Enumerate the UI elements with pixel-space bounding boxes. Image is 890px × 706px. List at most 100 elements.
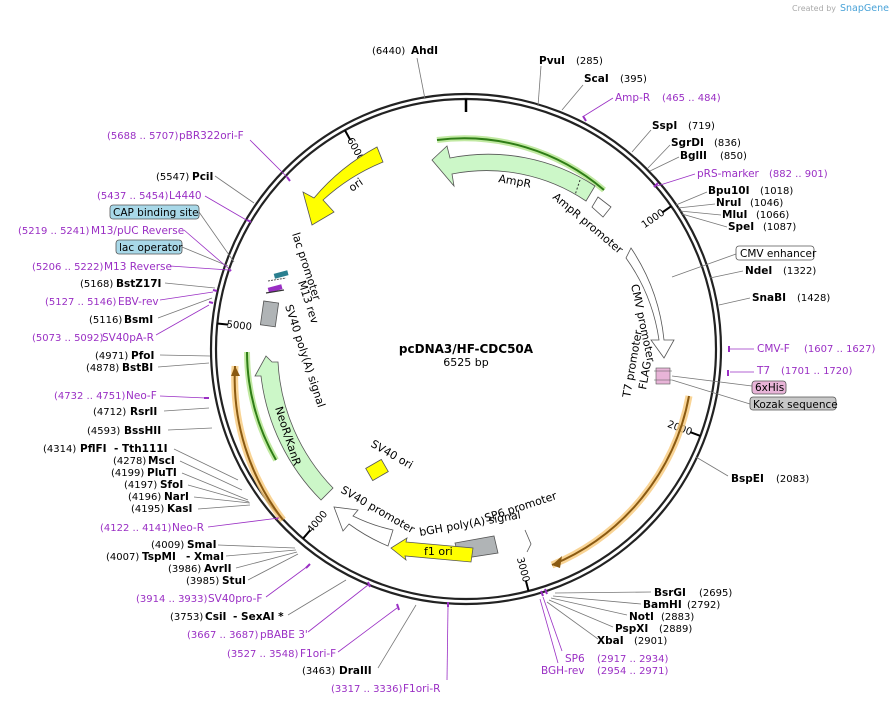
bamhi-label[interactable]: BamHI: [643, 599, 682, 611]
mlui-label[interactable]: MluI: [722, 209, 747, 221]
prs-marker-label[interactable]: pRS-marker: [697, 168, 760, 180]
sv40pro-f-label[interactable]: SV40pro-F: [208, 593, 262, 605]
snabi-label[interactable]: SnaBI: [752, 292, 786, 304]
bstz17i-label[interactable]: BstZ17I: [116, 278, 161, 290]
bpu10i-label[interactable]: Bpu10I: [708, 185, 750, 197]
f1ori-r-label[interactable]: F1ori-R: [403, 683, 440, 695]
pvui-label[interactable]: PvuI: [539, 55, 565, 67]
kasi-pos: (4195): [131, 504, 164, 515]
m13-feature[interactable]: [267, 284, 283, 293]
avrii-label[interactable]: AvrII: [204, 563, 232, 575]
cap-line: [265, 289, 285, 294]
neo-f-label[interactable]: Neo-F: [126, 390, 157, 402]
l4440-label[interactable]: L4440: [169, 190, 202, 202]
kasi-label[interactable]: KasI: [167, 503, 192, 515]
ndei-label[interactable]: NdeI: [745, 265, 772, 277]
ahdi-pos: (6440): [372, 46, 405, 57]
pbr322ori-f-label[interactable]: pBR322ori-F: [179, 130, 244, 142]
sp6-promoter-feature[interactable]: [524, 529, 532, 553]
ampr-dash: [574, 179, 581, 196]
ampr-promoter-feature[interactable]: [591, 196, 612, 218]
labels-layer: (6440) AhdI PvuI (285) ScaI (395) Amp-R …: [18, 45, 876, 695]
nari-pos: (4196): [128, 492, 161, 503]
pspxi-label[interactable]: PspXI: [615, 623, 648, 635]
ahdi-label[interactable]: AhdI: [411, 45, 438, 57]
m13-reverse-label[interactable]: M13 Reverse: [104, 261, 172, 273]
bglii-pos: (850): [720, 151, 747, 162]
t7-primer-pos: (1701 .. 1720): [781, 366, 853, 377]
spei-label[interactable]: SpeI: [728, 221, 754, 233]
amp-r-primer-label[interactable]: Amp-R: [615, 92, 650, 104]
sp6-primer-label[interactable]: SP6: [565, 653, 585, 665]
ebv-rev-label[interactable]: EBV-rev: [118, 296, 159, 308]
bstbi-label[interactable]: BstBI: [122, 362, 153, 374]
lac-operator-feature[interactable]: [273, 270, 289, 279]
insert-arc: [551, 395, 690, 566]
tth111i-label[interactable]: - Tth111I: [114, 443, 168, 455]
tspmi-label[interactable]: TspMI: [142, 551, 176, 563]
bsrgi-label[interactable]: BsrGI: [654, 587, 686, 599]
pluti-label[interactable]: PluTI: [147, 467, 177, 479]
lac-operator-box[interactable]: lac operator: [119, 242, 183, 254]
pcii-label[interactable]: PciI: [192, 171, 213, 183]
tick-mark: [524, 580, 530, 592]
smai-label[interactable]: SmaI: [187, 539, 217, 551]
ori-feature[interactable]: [302, 146, 384, 226]
ampr-feature[interactable]: [431, 145, 596, 202]
pfoi-label[interactable]: PfoI: [131, 350, 154, 362]
noti-pos: (2883): [661, 612, 694, 623]
cap-binding-site-box[interactable]: CAP binding site: [113, 207, 199, 219]
neo-r-label[interactable]: Neo-R: [172, 522, 204, 534]
bgh-rev-pos: (2954 .. 2971): [597, 666, 669, 677]
sixhis-box[interactable]: 6xHis: [755, 382, 784, 394]
sfoi-label[interactable]: SfoI: [160, 479, 183, 491]
kozak-box[interactable]: Kozak sequence: [753, 399, 838, 411]
stui-label[interactable]: StuI: [222, 575, 246, 587]
bglii-label[interactable]: BglII: [680, 150, 707, 162]
neo-insert-arc: [233, 365, 284, 521]
prs-marker-pos: (882 .. 901): [769, 169, 828, 180]
nrui-label[interactable]: NruI: [716, 197, 741, 209]
f1-ori-feature[interactable]: [390, 537, 474, 563]
sv40-ori-feature[interactable]: [365, 458, 389, 482]
xbai-label[interactable]: XbaI: [597, 635, 624, 647]
flag-label: FLAG: [636, 360, 654, 390]
bgh-rev-label[interactable]: BGH-rev: [541, 665, 585, 677]
scai-pos: (395): [620, 74, 647, 85]
sv40pa-r-label[interactable]: SV40pA-R: [102, 332, 154, 344]
bsmi-label[interactable]: BsmI: [124, 314, 153, 326]
csii-sexai-label[interactable]: - SexAI *: [233, 611, 284, 623]
cmv-f-label[interactable]: CMV-F: [757, 343, 790, 355]
bstz17i-pos: (5168): [80, 279, 113, 290]
sixhis-feature[interactable]: [655, 367, 671, 385]
sv40-polya-feature[interactable]: [259, 300, 280, 328]
m13-puc-reverse-label[interactable]: M13/pUC Reverse: [91, 225, 184, 237]
neor-kanr-feature[interactable]: [254, 355, 334, 501]
draiii-label[interactable]: DraIII: [339, 665, 372, 677]
noti-label[interactable]: NotI: [629, 611, 654, 623]
pflfi-label[interactable]: PflFI: [80, 443, 107, 455]
csii-label[interactable]: CsiI: [205, 611, 226, 623]
sspi-label[interactable]: SspI: [652, 120, 677, 132]
xmai-label[interactable]: - XmaI: [186, 551, 224, 563]
rsrii-label[interactable]: RsrII: [130, 406, 157, 418]
backbone-outer-ring: [209, 92, 723, 606]
bamhi-pos: (2792): [687, 600, 720, 611]
pluti-pos: (4199): [111, 468, 144, 479]
scai-label[interactable]: ScaI: [584, 73, 609, 85]
t7-primer-label[interactable]: T7: [756, 365, 770, 377]
bsshii-label[interactable]: BssHII: [124, 425, 161, 437]
msci-label[interactable]: MscI: [148, 455, 175, 467]
bsshii-pos: (4593): [87, 426, 120, 437]
sv40-promoter-feature[interactable]: [333, 506, 394, 547]
nari-label[interactable]: NarI: [164, 491, 189, 503]
pbabe3-label[interactable]: pBABE 3': [260, 629, 308, 641]
neo-insert-arrowhead: [231, 366, 240, 376]
mlui-pos: (1066): [756, 210, 789, 221]
f1ori-f-label[interactable]: F1ori-F: [300, 648, 336, 660]
cmv-promoter-feature[interactable]: [625, 247, 675, 359]
cmv-enhancer-box[interactable]: CMV enhancer: [740, 248, 817, 260]
sgrdi-label[interactable]: SgrDI: [671, 137, 704, 149]
bspei-label[interactable]: BspEI: [731, 473, 764, 485]
